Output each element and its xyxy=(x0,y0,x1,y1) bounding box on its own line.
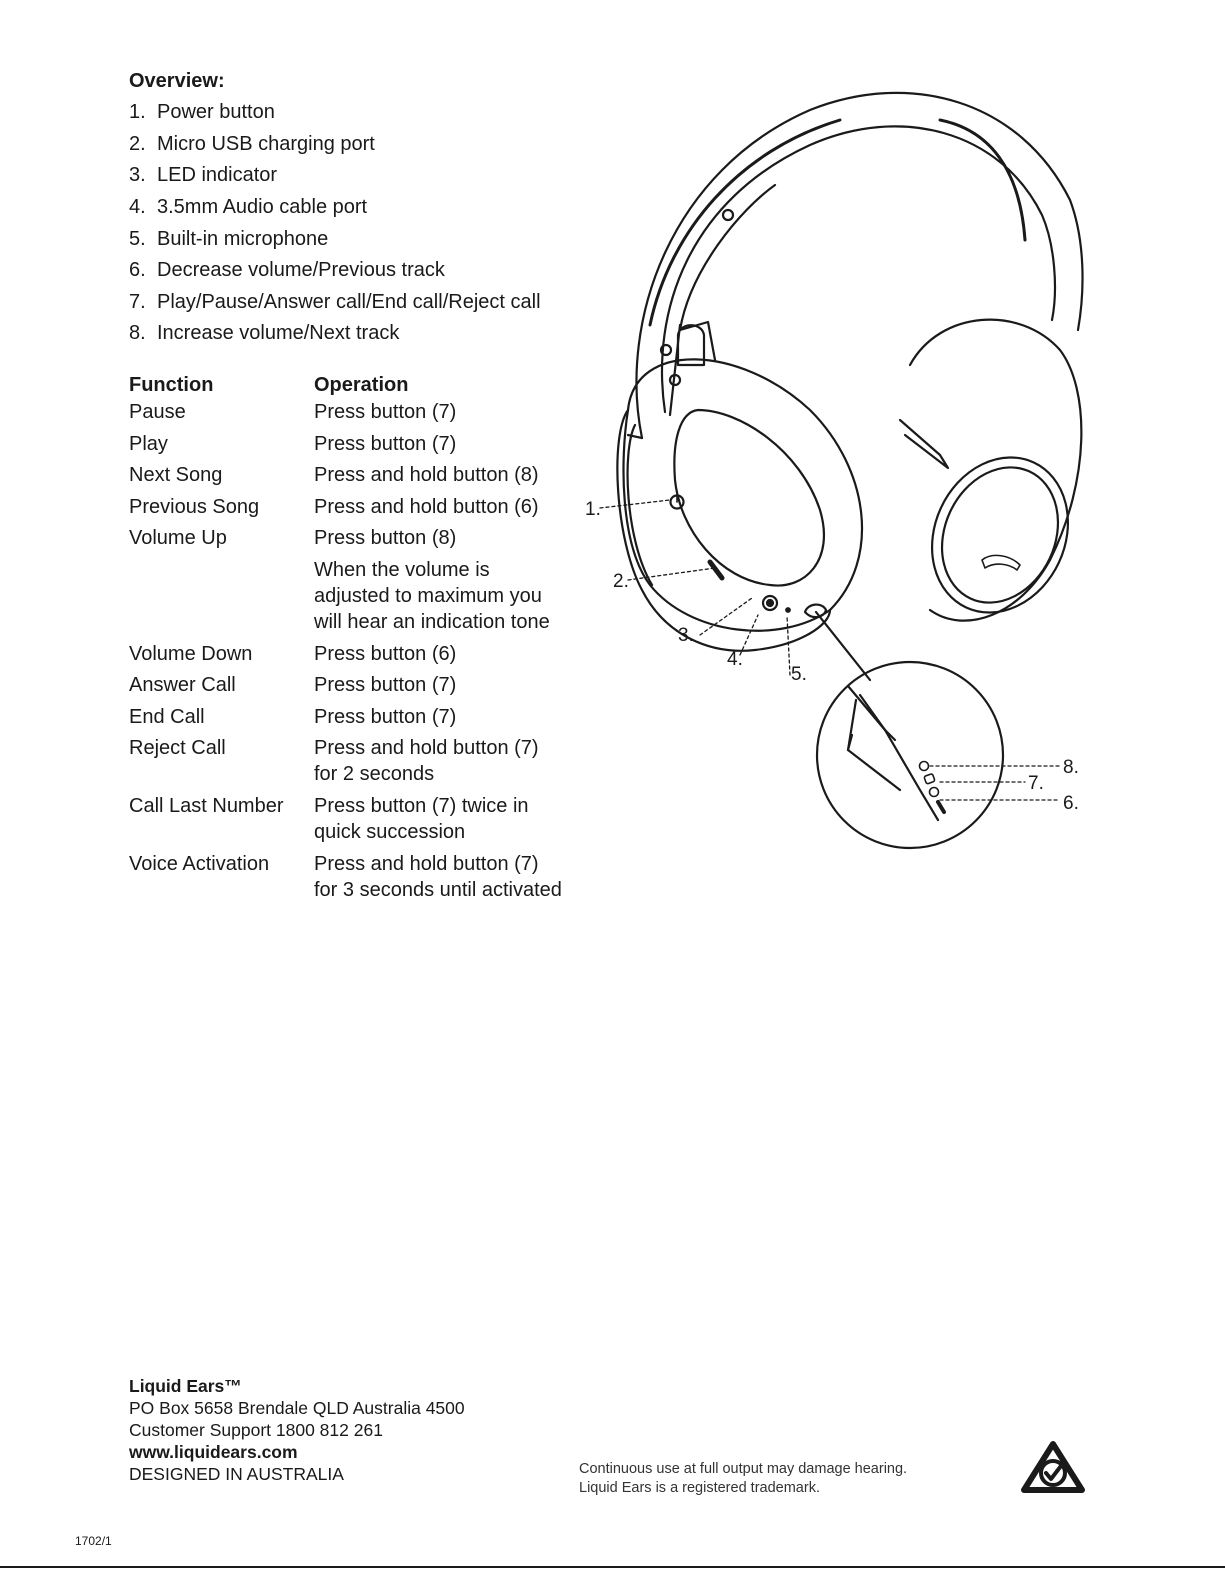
headphones-illustration xyxy=(616,91,1084,850)
operation-cell: Press and hold button (7) for 2 seconds xyxy=(314,737,539,786)
overview-item: 5. Built-in microphone xyxy=(129,223,541,255)
overview-item: 7. Play/Pause/Answer call/End call/Reject… xyxy=(129,287,541,319)
overview-item: 3. LED indicator xyxy=(129,160,541,192)
table-row: Volume Down Press button (6) xyxy=(129,641,564,673)
overview-item-label: Increase volume/Next track xyxy=(157,322,400,345)
function-cell: Call Last Number xyxy=(129,794,284,817)
operation-cell: When the volume is adjusted to maximum y… xyxy=(314,558,550,633)
overview-item-number: 4. xyxy=(129,196,146,219)
function-column-header: Function xyxy=(129,374,214,396)
overview-item-label: Decrease volume/Previous track xyxy=(157,259,445,282)
overview-item-number: 6. xyxy=(129,259,146,282)
overview-item-number: 7. xyxy=(129,290,146,313)
callout-labels: 1. 2. 3. 4. 5. 8. 7. 6. xyxy=(585,499,1079,814)
operation-cell: Press button (7) xyxy=(314,705,457,728)
table-row: Next Song Press and hold button (8) xyxy=(129,462,564,494)
function-cell: Volume Down xyxy=(129,642,253,665)
table-row: Call Last Number Press button (7) twice i… xyxy=(129,793,564,851)
table-row: Voice Activation Press and hold button (7… xyxy=(129,851,564,909)
callout-leader-lines xyxy=(599,499,1061,801)
postal-address: PO Box 5658 Brendale QLD Australia 4500 xyxy=(129,1398,465,1418)
function-cell: Reject Call xyxy=(129,737,226,760)
trademark-notice: Liquid Ears is a registered trademark. xyxy=(579,1480,820,1496)
overview-item-label: Built-in microphone xyxy=(157,227,329,250)
overview-item-number: 5. xyxy=(129,227,146,250)
overview-item-number: 1. xyxy=(129,101,146,124)
function-cell: Volume Up xyxy=(129,527,227,550)
operation-cell: Press button (6) xyxy=(314,642,457,665)
operation-cell: Press button (7) xyxy=(314,432,457,455)
table-row: Play Press button (7) xyxy=(129,431,564,463)
callout-4-label: 4. xyxy=(727,649,743,670)
bottom-rule xyxy=(0,1566,1225,1568)
overview-item-number: 3. xyxy=(129,164,146,187)
overview-item-label: LED indicator xyxy=(157,164,278,187)
overview-item: 6. Decrease volume/Previous track xyxy=(129,255,541,287)
headphones-diagram: 1. 2. 3. 4. 5. 8. 7. 6. xyxy=(585,91,1084,850)
function-cell xyxy=(129,557,314,641)
rcm-compliance-icon xyxy=(1021,1441,1085,1493)
table-row: Answer Call Press button (7) xyxy=(129,672,564,704)
function-cell: Voice Activation xyxy=(129,852,270,875)
operation-cell: Press button (8) xyxy=(314,527,457,550)
table-row: Previous Song Press and hold button (6) xyxy=(129,494,564,526)
overview-item: 2. Micro USB charging port xyxy=(129,129,541,161)
table-row: When the volume is adjusted to maximum y… xyxy=(129,557,564,641)
function-cell: Play xyxy=(129,432,168,455)
operation-cell: Press and hold button (7) for 3 seconds … xyxy=(314,852,562,901)
function-cell: End Call xyxy=(129,705,205,728)
brand-name: Liquid Ears™ xyxy=(129,1376,242,1396)
overview-item-number: 8. xyxy=(129,322,146,345)
overview-list: 1. Power button 2. Micro USB charging port… xyxy=(129,97,541,350)
callout-6-label: 6. xyxy=(1063,793,1079,814)
function-cell: Next Song xyxy=(129,464,223,487)
overview-section: Overview: 1. Power button 2. Micro USB cha… xyxy=(129,70,541,350)
designed-in-label: DESIGNED IN AUSTRALIA xyxy=(129,1464,344,1484)
table-row: Pause Press button (7) xyxy=(129,399,564,431)
overview-item-label: Micro USB charging port xyxy=(157,132,375,155)
operation-cell: Press button (7) xyxy=(314,674,457,697)
overview-item: 1. Power button xyxy=(129,97,541,129)
function-cell: Answer Call xyxy=(129,674,236,697)
callout-2-label: 2. xyxy=(613,571,629,592)
callout-8-label: 8. xyxy=(1063,757,1079,778)
table-row: Volume Up Press button (8) xyxy=(129,525,564,557)
function-table-header: Function Operation xyxy=(129,372,564,399)
document-code: 1702/1 xyxy=(75,1534,112,1548)
callout-7-label: 7. xyxy=(1028,773,1044,794)
table-row: End Call Press button (7) xyxy=(129,704,564,736)
overview-item-label: 3.5mm Audio cable port xyxy=(157,196,368,219)
hearing-warning: Continuous use at full output may damage… xyxy=(579,1460,907,1498)
operation-cell: Press and hold button (6) xyxy=(314,495,539,518)
operation-cell: Press button (7) twice in quick successi… xyxy=(314,794,529,843)
operation-cell: Press and hold button (8) xyxy=(314,464,539,487)
overview-item-number: 2. xyxy=(129,132,146,155)
function-cell: Previous Song xyxy=(129,495,260,518)
function-cell: Pause xyxy=(129,401,186,423)
table-row: Reject Call Press and hold button (7) for… xyxy=(129,735,564,793)
callout-5-label: 5. xyxy=(791,664,807,685)
contact-block: Liquid Ears™ PO Box 5658 Brendale QLD Au… xyxy=(129,1376,465,1486)
overview-item: 4. 3.5mm Audio cable port xyxy=(129,192,541,224)
callout-1-label: 1. xyxy=(585,499,601,520)
warning-line-1: Continuous use at full output may damage… xyxy=(579,1461,908,1477)
website-link: www.liquidears.com xyxy=(129,1442,298,1462)
operation-cell: Press button (7) xyxy=(314,401,457,423)
customer-support: Customer Support 1800 812 261 xyxy=(129,1420,383,1440)
overview-item-label: Power button xyxy=(157,101,275,124)
operation-column-header: Operation xyxy=(314,374,409,396)
callout-3-label: 3. xyxy=(678,625,694,646)
overview-heading: Overview: xyxy=(129,70,225,92)
overview-item: 8. Increase volume/Next track xyxy=(129,318,541,350)
overview-item-label: Play/Pause/Answer call/End call/Reject c… xyxy=(157,290,541,313)
